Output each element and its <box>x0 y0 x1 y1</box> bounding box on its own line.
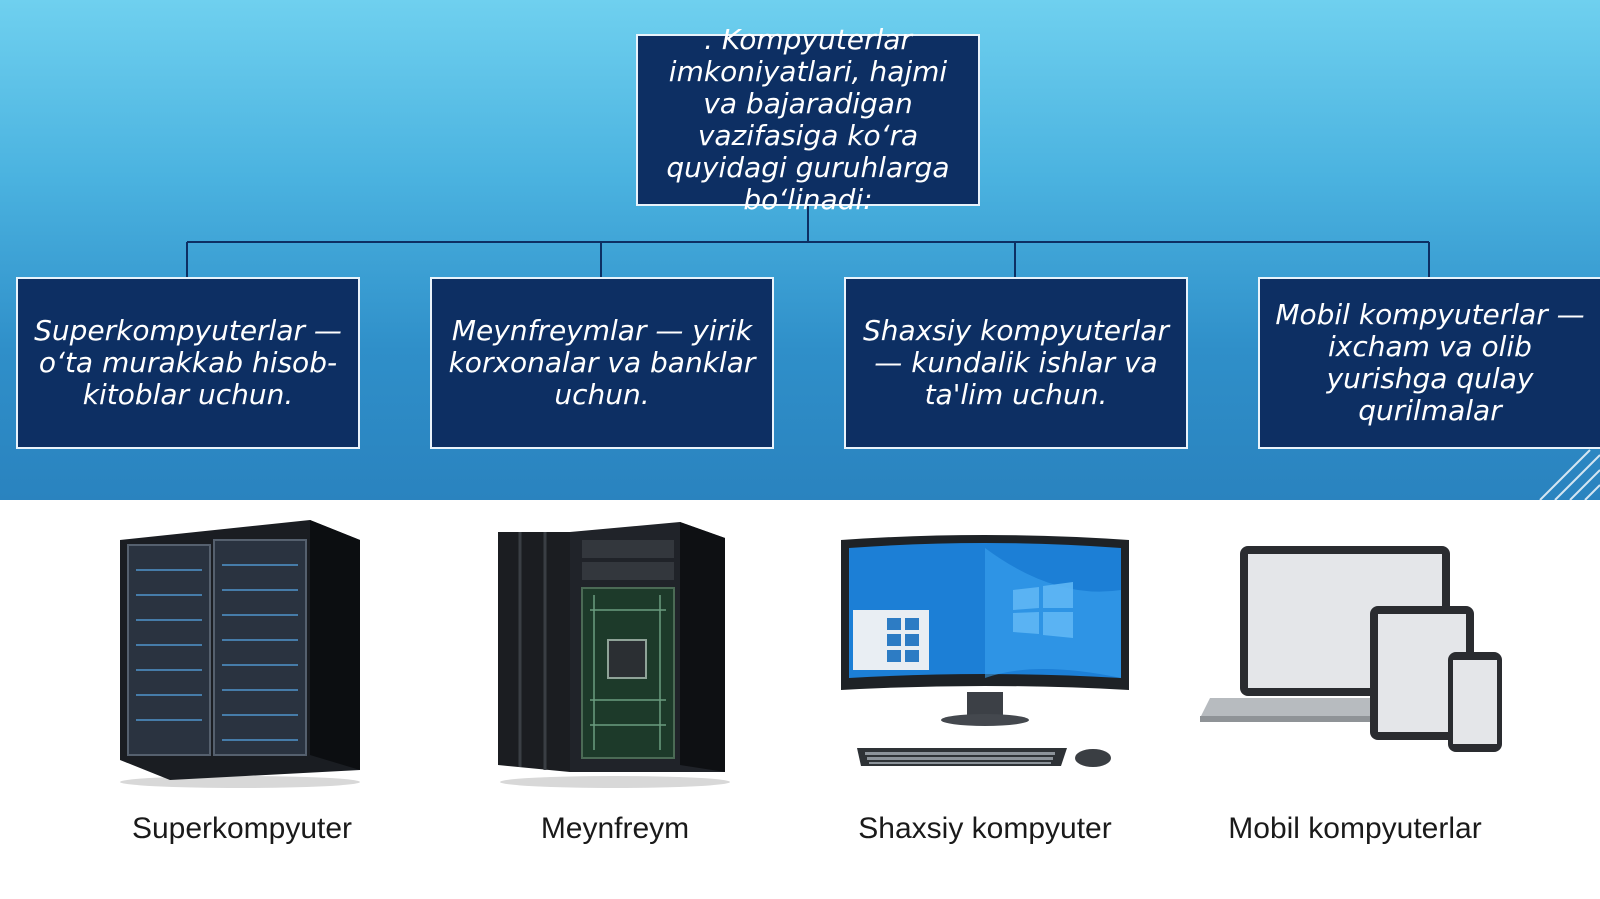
child-node-mobile-computers: Mobil kompyuterlar — ixcham va olib yuri… <box>1258 277 1600 449</box>
mainframe-icon <box>498 522 730 788</box>
child-node-mainframes: Meynfreymlar — yirik korxonalar va bankl… <box>430 277 774 449</box>
hierarchy-connectors <box>186 206 1430 277</box>
supercomputer-icon <box>120 520 360 788</box>
device-caption: Superkompyuter <box>131 812 353 845</box>
device-caption: Meynfreym <box>540 812 690 845</box>
decorative-stripes <box>1539 449 1600 500</box>
child-node-supercomputers: Superkompyuterlar — oʻta murakkab hisob-… <box>16 277 360 449</box>
child-node-text: Mobil kompyuterlar — ixcham va olib yuri… <box>1275 298 1585 427</box>
child-node-personal-computers: Shaxsiy kompyuterlar — kundalik ishlar v… <box>844 277 1188 449</box>
child-node-text: Shaxsiy kompyuterlar — kundalik ishlar v… <box>863 314 1169 411</box>
device-caption: Mobil kompyuterlar <box>1228 812 1482 845</box>
desktop-computer-icon <box>841 535 1129 767</box>
root-node-text: . Kompyuterlar imkoniyatlari, hajmi va b… <box>666 23 950 216</box>
child-node-text: Meynfreymlar — yirik korxonalar va bankl… <box>448 314 756 411</box>
device-caption: Shaxsiy kompyuter <box>858 812 1112 845</box>
mobile-devices-icon <box>1200 546 1502 752</box>
child-node-text: Superkompyuterlar — oʻta murakkab hisob-… <box>34 314 342 411</box>
root-node: . Kompyuterlar imkoniyatlari, hajmi va b… <box>636 24 980 216</box>
